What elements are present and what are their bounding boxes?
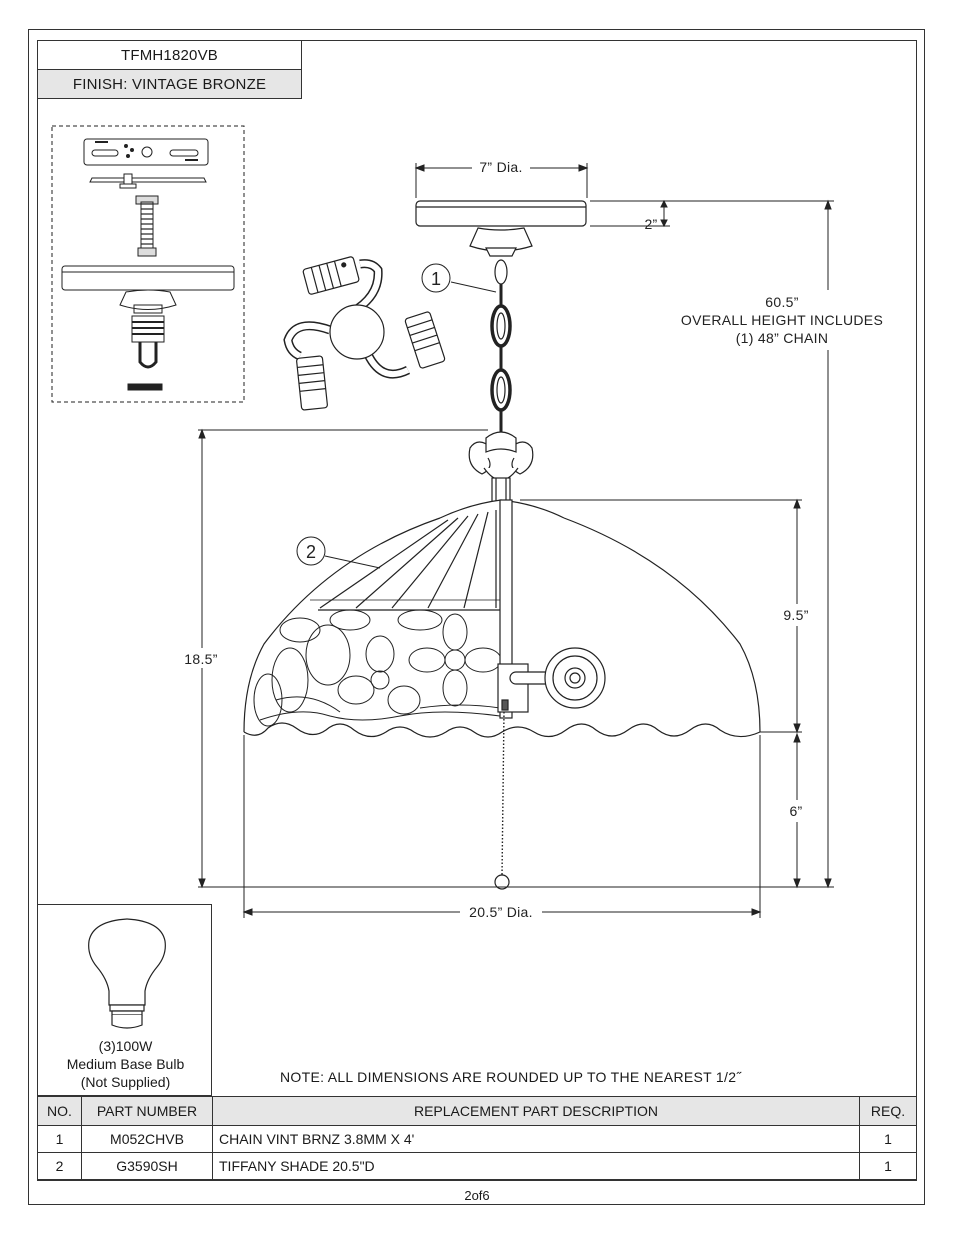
parts-table: NO. PART NUMBER REPLACEMENT PART DESCRIP… bbox=[37, 1096, 917, 1180]
canopy-dia-label: 7” Dia. bbox=[479, 159, 522, 175]
row-no: 1 bbox=[37, 1125, 82, 1153]
header-no: NO. bbox=[37, 1096, 82, 1126]
mounting-hardware-inset bbox=[51, 125, 245, 403]
table-row: 1 M052CHVB CHAIN VINT BRNZ 3.8MM X 4' 1 bbox=[37, 1125, 917, 1153]
header-req: REQ. bbox=[859, 1096, 917, 1126]
dimension-note: NOTE: ALL DIMENSIONS ARE ROUNDED UP TO T… bbox=[280, 1069, 742, 1085]
row-part-number: M052CHVB bbox=[81, 1125, 213, 1153]
shade-total-height-label: 18.5” bbox=[184, 651, 217, 667]
pendant-fixture bbox=[243, 200, 761, 890]
dimension-lines bbox=[198, 163, 834, 918]
lower-height-label: 6” bbox=[789, 803, 802, 819]
finish-label: FINISH: VINTAGE BRONZE bbox=[37, 69, 302, 99]
drawing-frame bbox=[37, 40, 917, 1181]
bulb-icon bbox=[88, 918, 166, 1029]
header-part-number: PART NUMBER bbox=[81, 1096, 213, 1126]
shade-height-label: 9.5” bbox=[783, 607, 808, 623]
overall-height-value: 60.5” bbox=[765, 294, 798, 310]
bulb-note: (Not Supplied) bbox=[80, 1074, 171, 1090]
table-row: 2 G3590SH TIFFANY SHADE 20.5"D 1 bbox=[37, 1152, 917, 1180]
page-border bbox=[28, 29, 925, 1205]
row-req: 1 bbox=[859, 1152, 917, 1180]
callout-1: 1 bbox=[431, 269, 441, 289]
row-no: 2 bbox=[37, 1152, 82, 1180]
bulb-panel: (3)100W Medium Base Bulb (Not Supplied) bbox=[37, 904, 212, 1096]
shade-dia-label: 20.5” Dia. bbox=[469, 904, 533, 920]
bulb-type: Medium Base Bulb bbox=[66, 1056, 185, 1072]
row-req: 1 bbox=[859, 1125, 917, 1153]
row-description: CHAIN VINT BRNZ 3.8MM X 4' bbox=[212, 1125, 860, 1153]
overall-height-line2: (1) 48” CHAIN bbox=[736, 330, 829, 346]
overall-height-line1: OVERALL HEIGHT INCLUDES bbox=[681, 312, 883, 328]
bulb-wattage: (3)100W bbox=[98, 1038, 153, 1054]
page-number: 2of6 bbox=[464, 1188, 490, 1203]
socket-cluster bbox=[283, 256, 446, 411]
callout-2: 2 bbox=[306, 542, 316, 562]
row-part-number: G3590SH bbox=[81, 1152, 213, 1180]
canopy-height-label: 2” bbox=[644, 216, 657, 232]
table-header-row: NO. PART NUMBER REPLACEMENT PART DESCRIP… bbox=[37, 1096, 917, 1126]
header-description: REPLACEMENT PART DESCRIPTION bbox=[212, 1096, 860, 1126]
row-description: TIFFANY SHADE 20.5"D bbox=[212, 1152, 860, 1180]
callout-leaders bbox=[296, 263, 497, 569]
model-number: TFMH1820VB bbox=[37, 40, 302, 70]
